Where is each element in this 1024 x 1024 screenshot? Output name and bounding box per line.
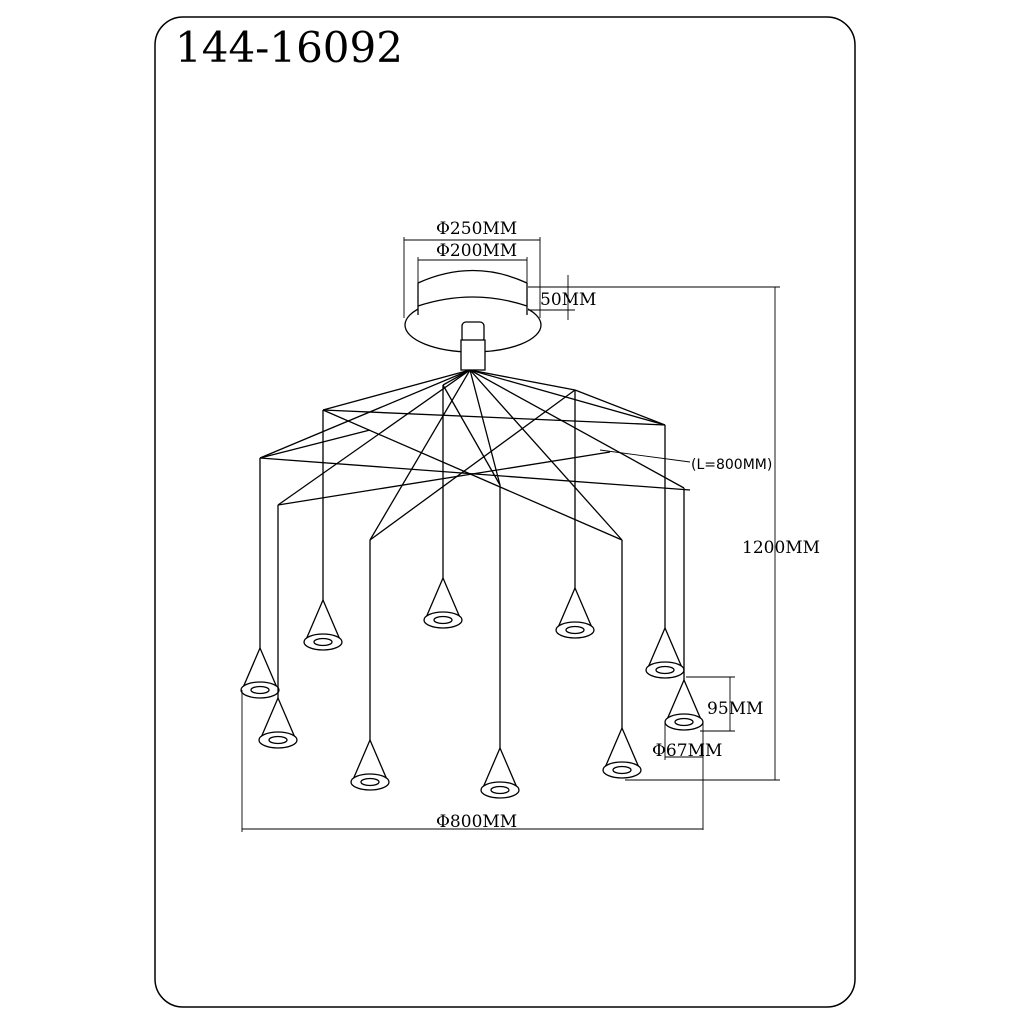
- led-lens: [250, 685, 270, 695]
- canopy-outer-diameter-label: Φ250MM: [436, 219, 517, 239]
- shade-diameter-label: Φ67MM: [652, 741, 722, 761]
- arm: [469, 369, 666, 426]
- pendant-light: [645, 425, 685, 679]
- led-lens: [360, 777, 380, 787]
- arm-length-label: (L=800MM): [691, 457, 772, 473]
- arm: [369, 389, 576, 541]
- pendants: [240, 385, 704, 799]
- total-height-label: 1200MM: [742, 538, 820, 558]
- pendant-light: [602, 540, 642, 779]
- arm: [469, 369, 623, 541]
- arm: [442, 369, 471, 386]
- canopy: [404, 269, 542, 371]
- pendant-light: [240, 458, 280, 699]
- pendant-light: [664, 488, 704, 731]
- arm: [369, 369, 471, 541]
- pendant-light: [258, 505, 298, 749]
- arm: [259, 369, 471, 459]
- led-lens: [433, 615, 453, 625]
- pendant-light: [555, 390, 595, 639]
- led-lens: [313, 637, 333, 647]
- shade-height-label: 95MM: [707, 699, 763, 719]
- arms: [259, 369, 691, 541]
- arm: [322, 409, 666, 426]
- arm: [322, 409, 623, 541]
- arm: [277, 369, 471, 506]
- arm: [322, 369, 471, 411]
- arm: [469, 369, 576, 391]
- arm: [442, 384, 501, 486]
- canopy-height-label: 50MM: [540, 290, 596, 310]
- led-lens: [268, 735, 288, 745]
- model-number: 144-16092: [175, 23, 403, 72]
- led-lens: [490, 785, 510, 795]
- pendant-light: [303, 410, 343, 651]
- arm: [259, 429, 371, 459]
- dimension-lines: [241, 237, 780, 832]
- arm: [469, 369, 685, 489]
- pendant-light: [350, 540, 390, 791]
- led-lens: [565, 625, 585, 635]
- canopy-inner-diameter-label: Φ200MM: [436, 241, 517, 261]
- pendant-light: [480, 485, 520, 799]
- arm: [277, 451, 611, 506]
- frame-border: [154, 16, 856, 1008]
- pendant-light: [423, 385, 463, 629]
- led-lens: [655, 665, 675, 675]
- arm: [574, 389, 666, 426]
- arm: [469, 369, 501, 486]
- led-lens: [674, 717, 694, 727]
- overall-diameter-label: Φ800MM: [436, 812, 517, 832]
- led-lens: [612, 765, 632, 775]
